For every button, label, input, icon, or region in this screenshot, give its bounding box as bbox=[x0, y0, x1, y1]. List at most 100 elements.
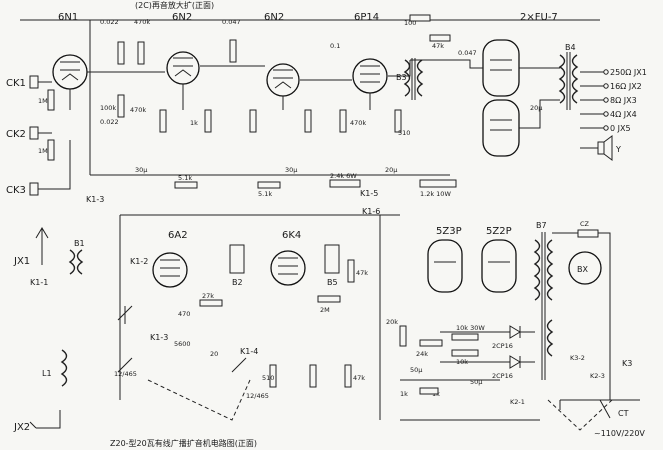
output-250: 250Ω JX1 bbox=[610, 68, 647, 77]
r-470k-b: 470k bbox=[130, 106, 146, 114]
transformer-b3: B3 bbox=[396, 58, 424, 100]
tube-label-5z2p: 5Z2P bbox=[486, 226, 512, 237]
r-2m: 2M bbox=[320, 306, 330, 314]
diode-label-b: 2CP16 bbox=[492, 372, 513, 380]
c-50u-a: 50μ bbox=[410, 366, 422, 374]
cathode-leads bbox=[69, 84, 371, 110]
sw-k1-4: K1-4 bbox=[240, 347, 258, 356]
r-47k-a: 47k bbox=[432, 42, 444, 50]
tube-label-6p14: 6P14 bbox=[354, 12, 379, 23]
tube-label-6n1: 6N1 bbox=[58, 12, 78, 23]
r-510: 510 bbox=[398, 129, 410, 137]
input-jacks-ck: CK1 CK2 CK3 bbox=[6, 75, 71, 196]
tube-6n2-a: 6N2 bbox=[166, 12, 200, 85]
tube-label-6k4: 6K4 bbox=[282, 230, 301, 241]
r-20k: 20k bbox=[386, 318, 398, 326]
sw-k2-1: K2-1 bbox=[510, 398, 525, 406]
b3-label: B3 bbox=[396, 73, 407, 82]
jack-label-jx2: JX2 bbox=[13, 422, 30, 433]
output-8: 8Ω JX3 bbox=[610, 96, 637, 105]
mains-voltage: ~110V/220V bbox=[594, 429, 645, 438]
output-terminals: 250Ω JX1 16Ω JX2 8Ω JX3 4Ω JX4 0 JX5 bbox=[580, 68, 647, 133]
power-transformer: B7 bbox=[533, 221, 554, 380]
if-transformers: B2 B5 bbox=[229, 244, 340, 287]
b4-label: B4 bbox=[565, 43, 576, 52]
tube-label-6a2: 6A2 bbox=[168, 230, 188, 241]
jack-label-ck3: CK3 bbox=[6, 185, 26, 196]
r-24k: 24k bbox=[416, 350, 428, 358]
b5-label: B5 bbox=[327, 278, 338, 287]
r-47k-b: 47k bbox=[356, 269, 368, 277]
tube-label-5z3p: 5Z3P bbox=[436, 226, 462, 237]
c-30u-a: 30μ bbox=[135, 166, 147, 174]
r-1k-a: 1k bbox=[190, 119, 198, 127]
c-30u-b: 30μ bbox=[285, 166, 297, 174]
sw-k1-2: K1-2 bbox=[130, 257, 148, 266]
output-16: 16Ω JX2 bbox=[610, 82, 642, 91]
diode-label-a: 2CP16 bbox=[492, 342, 513, 350]
coil-b1: B1 bbox=[68, 239, 85, 275]
inductor-l1: L1 bbox=[42, 349, 68, 387]
sw-k1-6: K1-6 bbox=[362, 207, 380, 216]
c-20: 20 bbox=[210, 350, 218, 358]
top-row-resistors-horiz: 5.1k 5.1k 2.4k 6W 1.2k 10W bbox=[174, 172, 457, 198]
jack-label-ck1: CK1 bbox=[6, 78, 26, 89]
r-470k-a: 470k bbox=[134, 18, 150, 26]
r-510-b: 510 bbox=[262, 374, 274, 382]
c-20u-a: 20μ bbox=[385, 166, 397, 174]
sw-k1-5: K1-5 bbox=[360, 189, 378, 198]
lower-resistors: 27k 2M 47k 510 47k bbox=[199, 259, 368, 388]
output-0: 0 JX5 bbox=[610, 124, 631, 133]
r-100: 100 bbox=[404, 19, 416, 27]
r-24k-6w: 2.4k 6W bbox=[330, 172, 357, 180]
c-20u-b: 20μ bbox=[530, 104, 542, 112]
speaker-y: Y bbox=[580, 135, 621, 161]
tube-label-6n2-b: 6N2 bbox=[264, 12, 284, 23]
c-0022-a: 0.022 bbox=[100, 18, 119, 26]
r-100k: 100k bbox=[100, 104, 116, 112]
sw-k1-3: K1-3 bbox=[86, 195, 104, 204]
sw-k2-3: K2-3 bbox=[590, 372, 605, 380]
r-12k-10w: 1.2k 10W bbox=[420, 190, 451, 198]
ct-label: CT bbox=[618, 409, 629, 418]
tube-5z2p: 5Z2P bbox=[481, 226, 517, 293]
tube-fu7-pair: 2×FU-7 bbox=[482, 12, 558, 157]
c-01: 0.1 bbox=[330, 42, 340, 50]
b1-label: B1 bbox=[74, 239, 85, 248]
r-1m-a: 1M bbox=[38, 97, 48, 105]
tube-6p14: 6P14 bbox=[352, 12, 388, 94]
band-switches: K1-3 K1-1 K1-2 K1-3 K1-4 K1-5 K1-6 bbox=[30, 189, 380, 356]
r-47k-c: 47k bbox=[353, 374, 365, 382]
rectifier-diodes: 2CP16 2CP16 bbox=[440, 325, 535, 380]
tube-6k4: 6K4 bbox=[270, 230, 306, 286]
r-10k-30w: 10k 30W bbox=[456, 324, 485, 332]
tube-6n1: 6N1 bbox=[52, 12, 88, 90]
ground-rail-upper bbox=[89, 20, 450, 176]
figure-caption: Z20-型20瓦有线广播扩音机电路图(正面) bbox=[110, 438, 257, 448]
mains-section: K3-2 K2-3 K3 K2-1 CT ~110V/220V bbox=[510, 300, 645, 438]
r-51k-b: 5.1k bbox=[258, 190, 272, 198]
b2-label: B2 bbox=[232, 278, 243, 287]
tube-6a2: 6A2 bbox=[152, 230, 188, 288]
c-0047-a: 0.047 bbox=[222, 18, 241, 26]
top-resistor-labels: 1M 1M 470k 470k 100k 1k 470k 100 47k 510 bbox=[38, 18, 444, 155]
b7-label: B7 bbox=[536, 221, 547, 230]
tuning-capacitor-group: 12/465 12/465 470 5600 20 bbox=[114, 305, 269, 421]
jack-label-jx1: JX1 bbox=[13, 256, 30, 267]
top-signal-path bbox=[87, 59, 483, 81]
jack-label-ck2: CK2 bbox=[6, 129, 26, 140]
r-27k: 27k bbox=[202, 292, 214, 300]
fuse-and-socket: CZ BX bbox=[552, 220, 611, 300]
c-50u-b: 50μ bbox=[470, 378, 482, 386]
tube-6n2-b: 6N2 bbox=[264, 12, 300, 97]
top-resistors bbox=[47, 14, 451, 161]
top-capacitor-labels: 0.022 0.022 0.047 0.1 0.047 30μ 30μ 20μ … bbox=[100, 18, 542, 174]
header-title-fragment: (2C)再音放大扩(正面) bbox=[135, 0, 214, 10]
lower-frame-wiring bbox=[119, 214, 400, 420]
sw-k3: K3 bbox=[622, 359, 632, 368]
fuse-label: CZ bbox=[580, 220, 590, 228]
speaker-label: Y bbox=[615, 145, 621, 154]
antenna-input: JX1 JX2 bbox=[13, 227, 61, 433]
r-1k-b: 1k bbox=[400, 390, 408, 398]
